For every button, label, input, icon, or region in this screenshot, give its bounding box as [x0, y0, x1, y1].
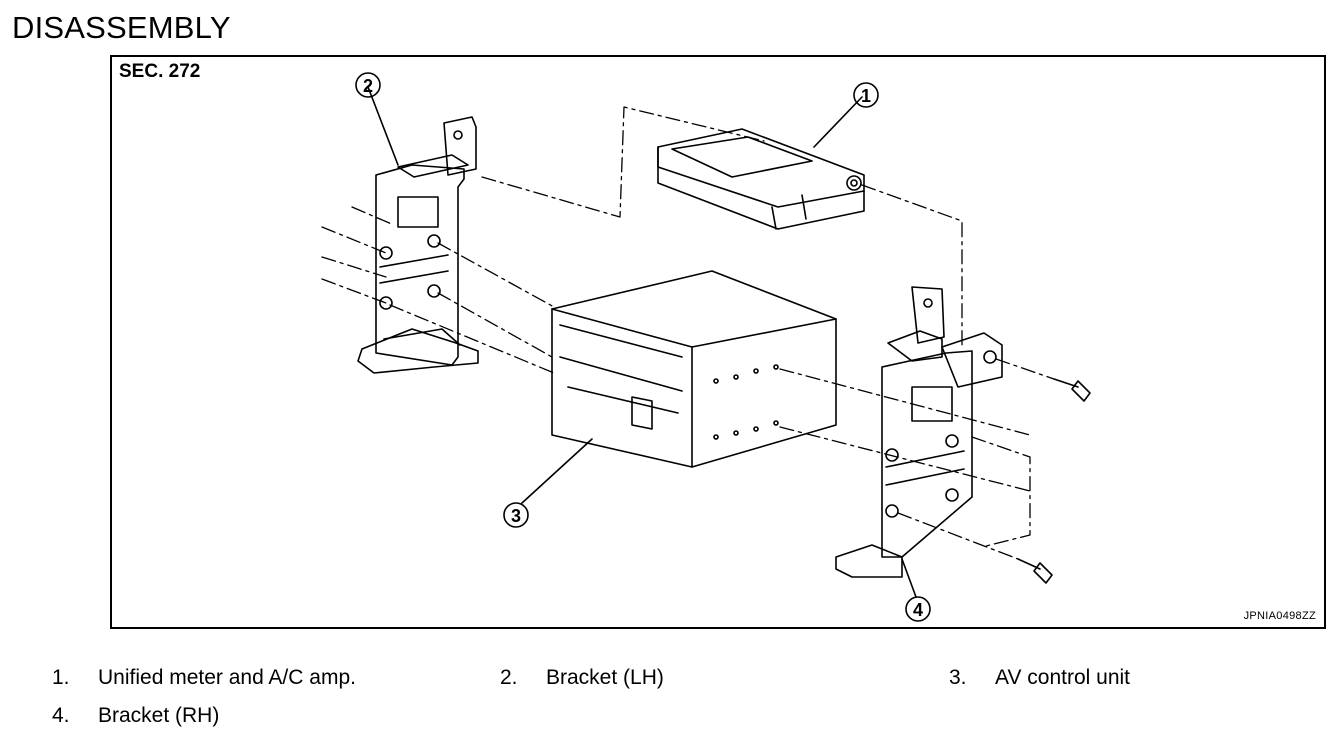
page-title: DISASSEMBLY: [12, 10, 231, 45]
exploded-diagram: 2 1 3 4: [321, 72, 1091, 622]
av-control-unit: [551, 270, 837, 468]
figure-code: JPNIA0498ZZ: [1243, 610, 1316, 622]
legend-label: Bracket (LH): [546, 666, 664, 689]
leader-lines: [367, 86, 917, 598]
legend-num: 4.: [52, 704, 70, 727]
screw-lower: [1017, 558, 1053, 584]
svg-text:4: 4: [913, 600, 923, 620]
diagram-frame: SEC. 272 JPNIA0498ZZ: [110, 55, 1326, 629]
svg-text:2: 2: [363, 76, 373, 96]
section-label: SEC. 272: [119, 61, 201, 82]
callout-4: 4: [905, 596, 931, 622]
legend-label: Bracket (RH): [98, 704, 220, 727]
legend-num: 2.: [500, 666, 518, 689]
bracket-rh: [835, 286, 1003, 578]
alignment-lines: [321, 106, 1055, 560]
svg-text:1: 1: [861, 86, 871, 106]
screw-upper: [1053, 378, 1091, 402]
legend-label: Unified meter and A/C amp.: [98, 666, 356, 689]
meter-ac-amp: [657, 128, 865, 230]
callout-3: 3: [503, 502, 529, 528]
legend-num: 1.: [52, 666, 70, 689]
svg-text:3: 3: [511, 506, 521, 526]
legend-num: 3.: [949, 666, 967, 689]
callout-2: 2: [355, 72, 381, 98]
bracket-lh: [357, 116, 479, 374]
callout-1: 1: [853, 82, 879, 108]
legend-label: AV control unit: [995, 666, 1131, 689]
